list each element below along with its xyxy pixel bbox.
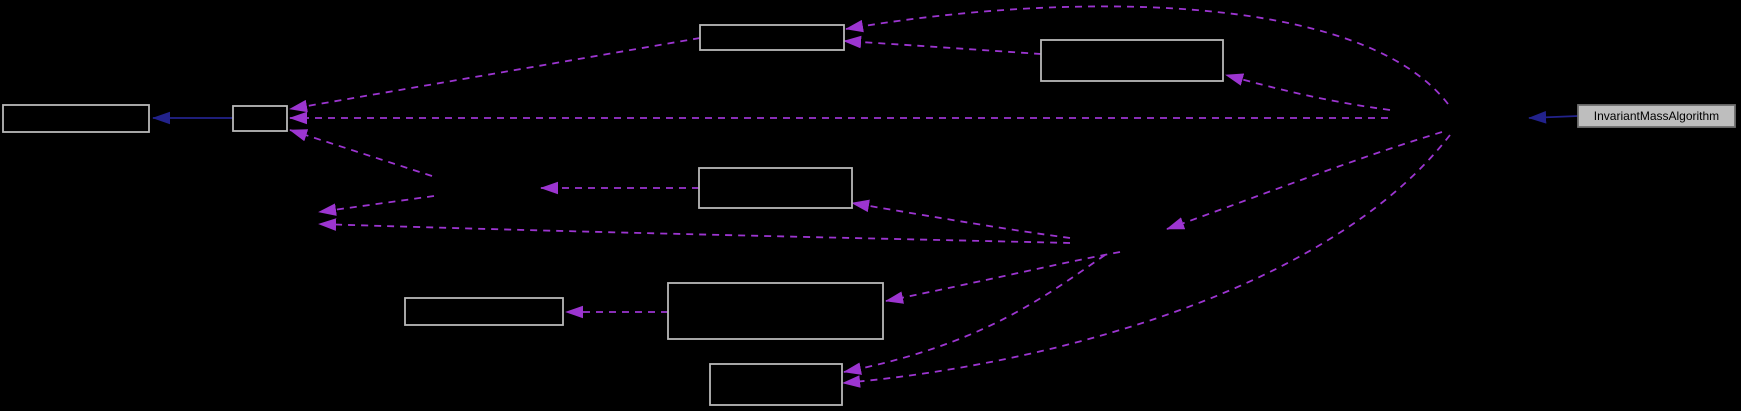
edge-hidden-base-node-to-class-box-top-right xyxy=(1225,73,1391,111)
node-invariant-mass-algorithm-label: InvariantMassAlgorithm xyxy=(1594,109,1719,123)
node-class-box-top-center-box[interactable] xyxy=(699,24,845,51)
edge-invariant-mass-algorithm-to-hidden-base-node xyxy=(1528,111,1579,124)
node-class-box-top-right[interactable] xyxy=(1040,39,1224,82)
edge-hidden-node-center-left-to-class-box-small-left xyxy=(289,129,433,177)
edge-hidden-node-center-right-to-class-box-bottom xyxy=(843,254,1106,375)
node-class-box-bottom[interactable] xyxy=(709,363,843,406)
node-class-box-large-lower[interactable] xyxy=(667,282,884,340)
node-class-box-far-left-box[interactable] xyxy=(2,104,150,133)
edge-class-box-top-center-to-class-box-small-left xyxy=(289,37,701,113)
node-invariant-mass-algorithm: InvariantMassAlgorithm xyxy=(1577,104,1736,128)
node-class-box-far-left[interactable] xyxy=(2,104,150,133)
node-class-box-bottom-box[interactable] xyxy=(709,363,843,406)
node-class-box-small-left-box[interactable] xyxy=(232,105,288,132)
edge-hidden-node-center-right-to-hidden-node-left xyxy=(318,218,1071,244)
node-class-box-lower-left-box[interactable] xyxy=(404,297,564,326)
edge-hidden-base-node-to-hidden-node-center-right xyxy=(1166,131,1443,230)
node-class-box-top-right-box[interactable] xyxy=(1040,39,1224,82)
edge-hidden-node-center-right-to-class-box-middle xyxy=(851,199,1071,239)
edge-class-box-top-right-to-class-box-top-center xyxy=(843,35,1042,55)
node-invariant-mass-algorithm-box xyxy=(1577,104,1736,128)
node-class-box-middle-box[interactable] xyxy=(698,167,853,209)
node-class-box-top-center[interactable] xyxy=(699,24,845,51)
edge-hidden-node-center-right-to-class-box-large-lower xyxy=(885,251,1121,304)
node-class-box-large-lower-box[interactable] xyxy=(667,282,884,340)
edge-hidden-base-node-to-class-box-bottom xyxy=(842,134,1451,388)
edge-hidden-node-center-left-to-hidden-node-left xyxy=(318,195,435,216)
node-class-box-middle[interactable] xyxy=(698,167,853,209)
node-class-box-lower-left[interactable] xyxy=(404,297,564,326)
node-class-box-small-left[interactable] xyxy=(232,105,288,132)
edge-hidden-base-node-to-class-box-top-center xyxy=(845,5,1449,105)
